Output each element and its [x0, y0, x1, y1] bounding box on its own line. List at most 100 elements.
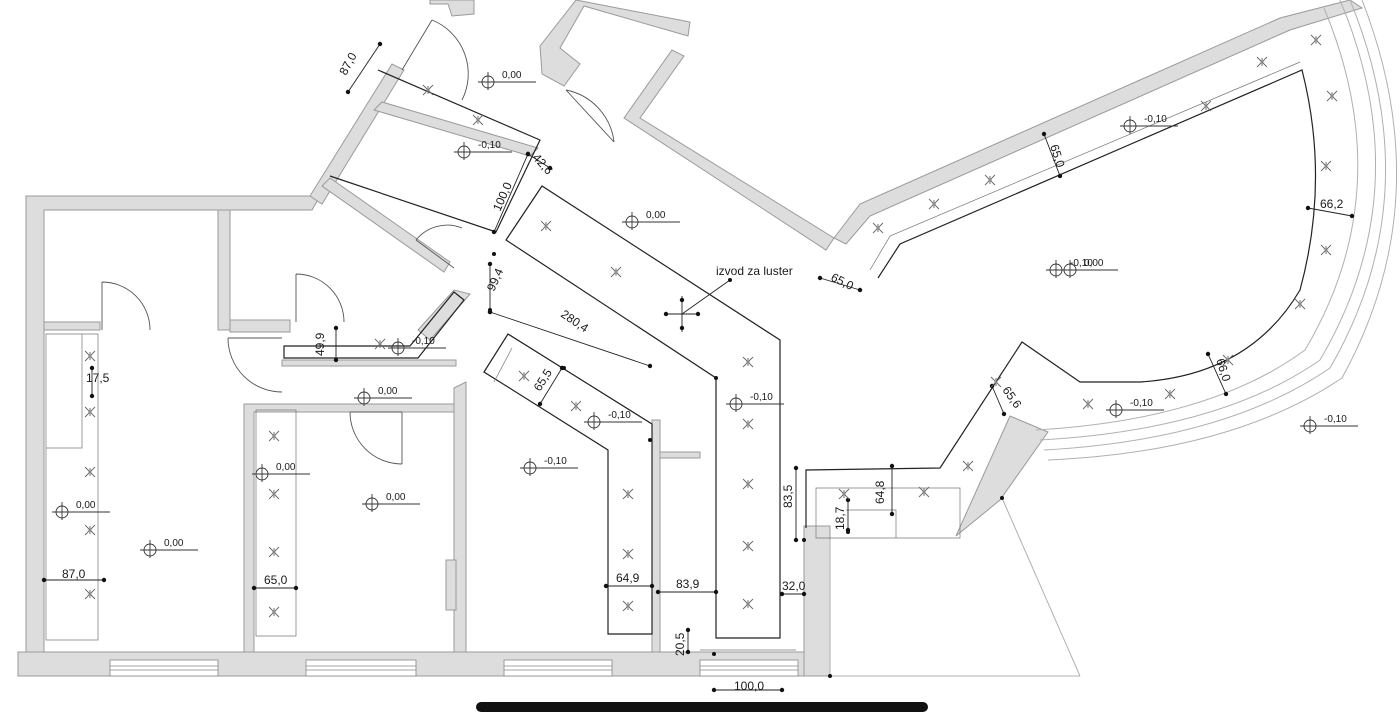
- ceiling-right-curve: [805, 69, 1317, 528]
- level-marker: 0,00: [354, 386, 412, 406]
- dimension-tick: [711, 687, 717, 693]
- dimension-tick: [333, 357, 339, 363]
- level-value: 0,00: [502, 70, 522, 81]
- dimension-tick: [377, 41, 383, 47]
- dimension-tick: [685, 627, 691, 633]
- dimension-tick: [817, 275, 823, 281]
- level-value: 0,00: [76, 500, 96, 511]
- dimension-tick: [713, 589, 719, 595]
- star-light-icon: [990, 376, 1002, 388]
- dimension-tick: [1223, 391, 1229, 397]
- star-light-icon: [472, 114, 484, 126]
- dimension-label: 66,2: [1320, 197, 1344, 211]
- level-markers: 0,00-0,100,00-0,100,00-0,10-0,100,00-0,1…: [52, 70, 1358, 558]
- dimension-label: 83,9: [676, 577, 700, 591]
- circle-crosshair-icon: [252, 464, 310, 482]
- star-light-icon: [928, 198, 940, 210]
- level-value: -0,10: [1130, 398, 1153, 409]
- reference-dot: [492, 252, 496, 256]
- star-light-icon: [570, 400, 582, 412]
- star-light-icon: [742, 540, 754, 552]
- dimension-tick: [41, 577, 47, 583]
- wall-door-stub: [659, 451, 701, 459]
- dimension-line: [1207, 353, 1227, 395]
- dimension-tick: [345, 89, 351, 95]
- level-marker: -0,10: [1106, 398, 1164, 418]
- star-light-icon: [84, 588, 96, 600]
- circle-crosshair-icon: [622, 212, 680, 230]
- star-light-icon: [1082, 398, 1094, 410]
- dimension-line: [489, 311, 651, 367]
- dimension-tick: [547, 165, 553, 171]
- wall-corridor-top: [229, 319, 291, 333]
- wall-room1-bottom: [43, 321, 101, 331]
- level-value: 0,00: [378, 386, 398, 397]
- star-light-icon: [1294, 298, 1306, 310]
- dimension-line: [819, 277, 861, 291]
- level-marker: 0,00: [52, 500, 110, 520]
- dimension-tick: [685, 649, 691, 655]
- dimension-label: 42,6: [530, 151, 556, 178]
- dimension-label: 18,7: [833, 506, 847, 530]
- star-light-icon: [1326, 90, 1338, 102]
- reference-dot: [1000, 496, 1004, 500]
- reference-dot: [802, 538, 806, 542]
- horizontal-scrollbar[interactable]: [476, 702, 928, 712]
- level-marker: -0,10: [388, 336, 446, 356]
- star-light-icon: [742, 478, 754, 490]
- dimension-tick: [889, 463, 895, 469]
- level-value: -0,10: [608, 410, 631, 421]
- dimension-tick: [647, 363, 653, 369]
- circle-crosshair-icon: [1300, 416, 1358, 434]
- level-marker: 0,00: [252, 462, 310, 482]
- dimension-tick: [1349, 213, 1355, 219]
- star-light-icon: [518, 370, 530, 382]
- star-light-icon: [1256, 56, 1268, 68]
- dimension-line: [991, 385, 1005, 415]
- level-marker: 0,00: [362, 492, 420, 512]
- star-light-icon: [610, 266, 622, 278]
- star-light-icon: [1164, 388, 1176, 400]
- star-light-icon: [622, 488, 634, 500]
- star-light-icon: [84, 406, 96, 418]
- circle-crosshair-icon: [1106, 400, 1164, 418]
- level-marker: -0,10: [454, 140, 512, 160]
- dimension-label: 64,8: [873, 480, 887, 504]
- dimension-label: 49,9: [313, 332, 327, 356]
- dimension-label: 65,0: [264, 573, 288, 587]
- star-light-icon: [622, 548, 634, 560]
- star-light-icon: [984, 174, 996, 186]
- level-value: 0,00: [276, 462, 296, 473]
- wall-corridor-slant: [417, 289, 471, 341]
- dimension-label: 64,9: [616, 571, 640, 585]
- dimension-label: 100,0: [734, 679, 764, 693]
- wall-right-upper: [833, 0, 1364, 245]
- right-wing-arcs: [1035, 0, 1398, 461]
- star-light-icon: [838, 488, 850, 500]
- star-light-icon: [84, 350, 96, 362]
- circle-crosshair-icon: [1120, 116, 1178, 134]
- dimension-tick: [779, 591, 785, 597]
- level-value: -0,10: [478, 140, 501, 151]
- wall-long-diagonal: [623, 49, 835, 251]
- star-light-icon: [742, 356, 754, 368]
- wall-wing-mid: [373, 101, 539, 157]
- wall-column: [803, 525, 831, 677]
- dimension-line: [493, 153, 529, 233]
- circle-crosshair-icon: [140, 540, 198, 558]
- dimension-tick: [793, 537, 799, 543]
- star-light-icon: [268, 488, 280, 500]
- reference-dot: [828, 674, 832, 678]
- circle-crosshair-icon: [52, 502, 110, 520]
- star-light-icon: [84, 524, 96, 536]
- dimension-line: [347, 43, 381, 93]
- dimension-label: 32,0: [782, 579, 806, 593]
- chandelier-outlet: [663, 278, 732, 332]
- wall-small-stub: [445, 559, 457, 611]
- star-light-icon: [422, 84, 434, 96]
- star-light-icon: [84, 466, 96, 478]
- circle-crosshair-icon: [1046, 260, 1104, 278]
- star-light-icon: [622, 600, 634, 612]
- dimension-label: 17,5: [86, 371, 110, 385]
- dimension-tick: [251, 585, 257, 591]
